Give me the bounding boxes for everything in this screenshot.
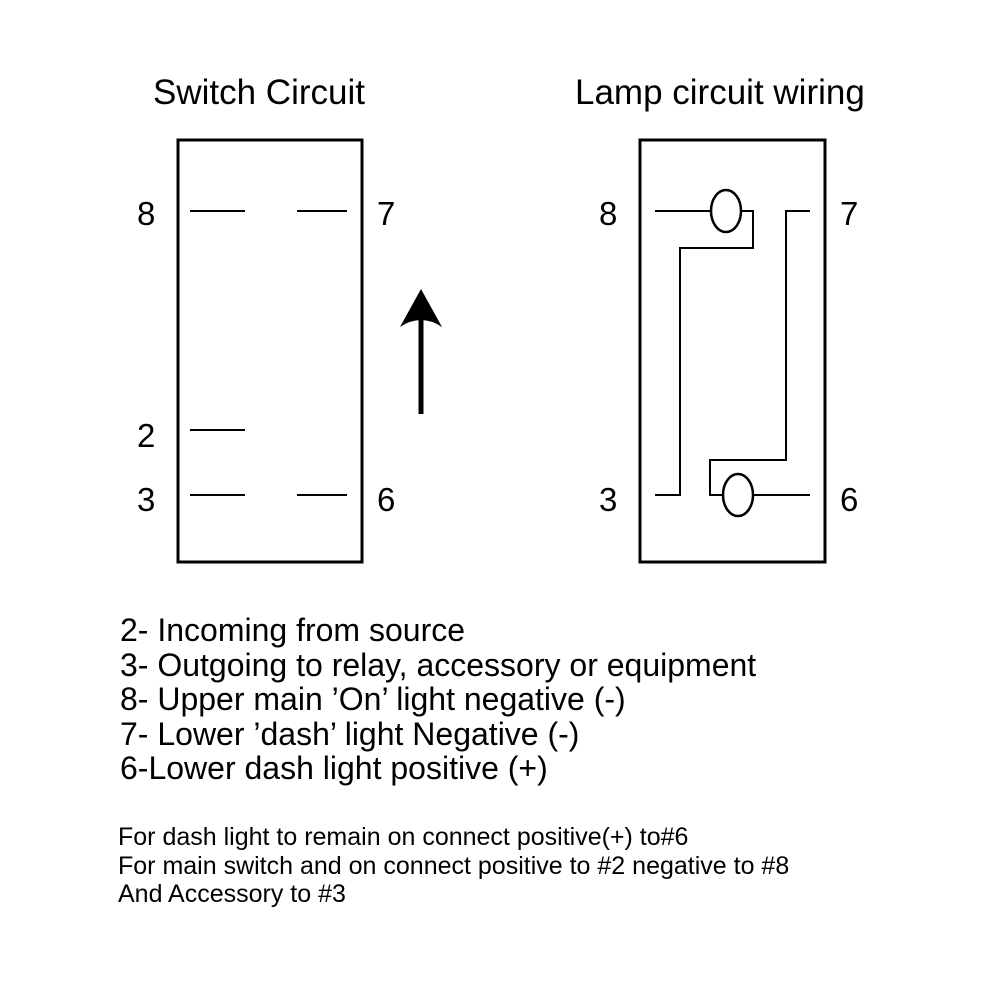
lamp-circuit-title: Lamp circuit wiring [575,73,865,112]
switch-circuit-title: Switch Circuit [153,73,365,112]
legend-item: 3- Outgoing to relay, accessory or equip… [120,646,757,683]
switch-pin-3-label: 3 [137,481,156,518]
switch-body [176,138,364,564]
upper-lamp-icon [709,188,743,234]
switch-pin-8-label: 8 [137,195,156,232]
upper-lamp-wire-to-3 [655,210,754,496]
note-line: And Accessory to #3 [118,880,346,908]
up-arrow-icon [400,289,442,414]
lower-lamp-wire-from-7 [709,210,810,496]
legend-item: 6-Lower dash light positive (+) [120,750,548,786]
switch-pin-2-label: 2 [137,417,156,454]
wiring-diagram [176,138,827,564]
legend-item: 7- Lower ’dash’ light Negative (-) [120,715,580,752]
lamp-pin-7-label: 7 [840,195,859,232]
wiring-notes: For dash light to remain on connect posi… [118,823,789,909]
lamp-pin-3-label: 3 [599,481,618,518]
lamp-pin-8-label: 8 [599,195,618,232]
note-line: For main switch and on connect positive … [118,851,790,880]
lamp-pin-6-label: 6 [840,481,859,518]
legend-item: 8- Upper main ’On’ light negative (-) [120,681,626,717]
lower-lamp-icon [721,472,755,518]
note-line: For dash light to remain on connect posi… [118,823,689,851]
switch-circuit-diagram [176,138,364,564]
legend-item: 2- Incoming from source [120,612,466,648]
lamp-circuit-diagram [638,138,827,564]
lamp-switch-body [638,138,827,564]
switch-pin-7-label: 7 [377,195,396,232]
pin-legend: 2- Incoming from source 3- Outgoing to r… [120,613,756,786]
switch-pin-6-label: 6 [377,481,396,518]
